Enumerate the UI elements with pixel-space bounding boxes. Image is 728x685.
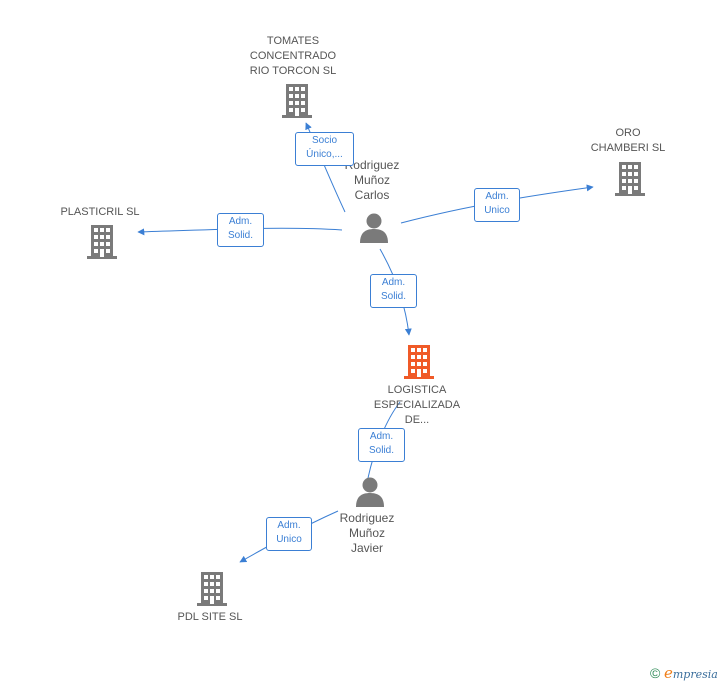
company-label-plasticril[interactable]: PLASTICRIL SL: [60, 206, 140, 218]
edge-label-adm-solid-plasticril[interactable]: Adm. Solid.: [217, 213, 264, 247]
person-icon[interactable]: [356, 477, 384, 508]
edge-label-adm-unico-pdl[interactable]: Adm. Unico: [266, 517, 312, 551]
copyright-symbol: ©: [650, 665, 661, 681]
footer-brand: © empresia: [650, 664, 718, 682]
edge-label-socio-unico[interactable]: Socio Único,...: [295, 132, 354, 166]
building-icon[interactable]: [87, 225, 117, 259]
building-icon[interactable]: [282, 84, 312, 118]
brand-initial: e: [663, 664, 673, 682]
edge-label-adm-solid-logistica[interactable]: Adm. Solid.: [370, 274, 417, 308]
person-label-carlos[interactable]: Rodriguez Muñoz Carlos: [344, 158, 400, 202]
company-label-logistica[interactable]: LOGISTICA ESPECIALIZADA DE...: [373, 384, 461, 426]
person-icon[interactable]: [360, 213, 388, 244]
company-label-oro[interactable]: ORO CHAMBERI SL: [590, 127, 666, 154]
building-icon[interactable]: [197, 572, 227, 606]
edge-label-adm-unico-oro[interactable]: Adm. Unico: [474, 188, 520, 222]
brand-name: mpresia: [672, 668, 718, 681]
building-icon[interactable]: [404, 345, 434, 379]
company-label-pdl[interactable]: PDL SITE SL: [177, 611, 243, 623]
company-label-tomates[interactable]: TOMATES CONCENTRADO RIO TORCON SL: [249, 35, 337, 77]
edge-label-adm-solid-javier[interactable]: Adm. Solid.: [358, 428, 405, 462]
person-label-javier[interactable]: Rodriguez Muñoz Javier: [339, 511, 395, 555]
building-icon[interactable]: [615, 162, 645, 196]
